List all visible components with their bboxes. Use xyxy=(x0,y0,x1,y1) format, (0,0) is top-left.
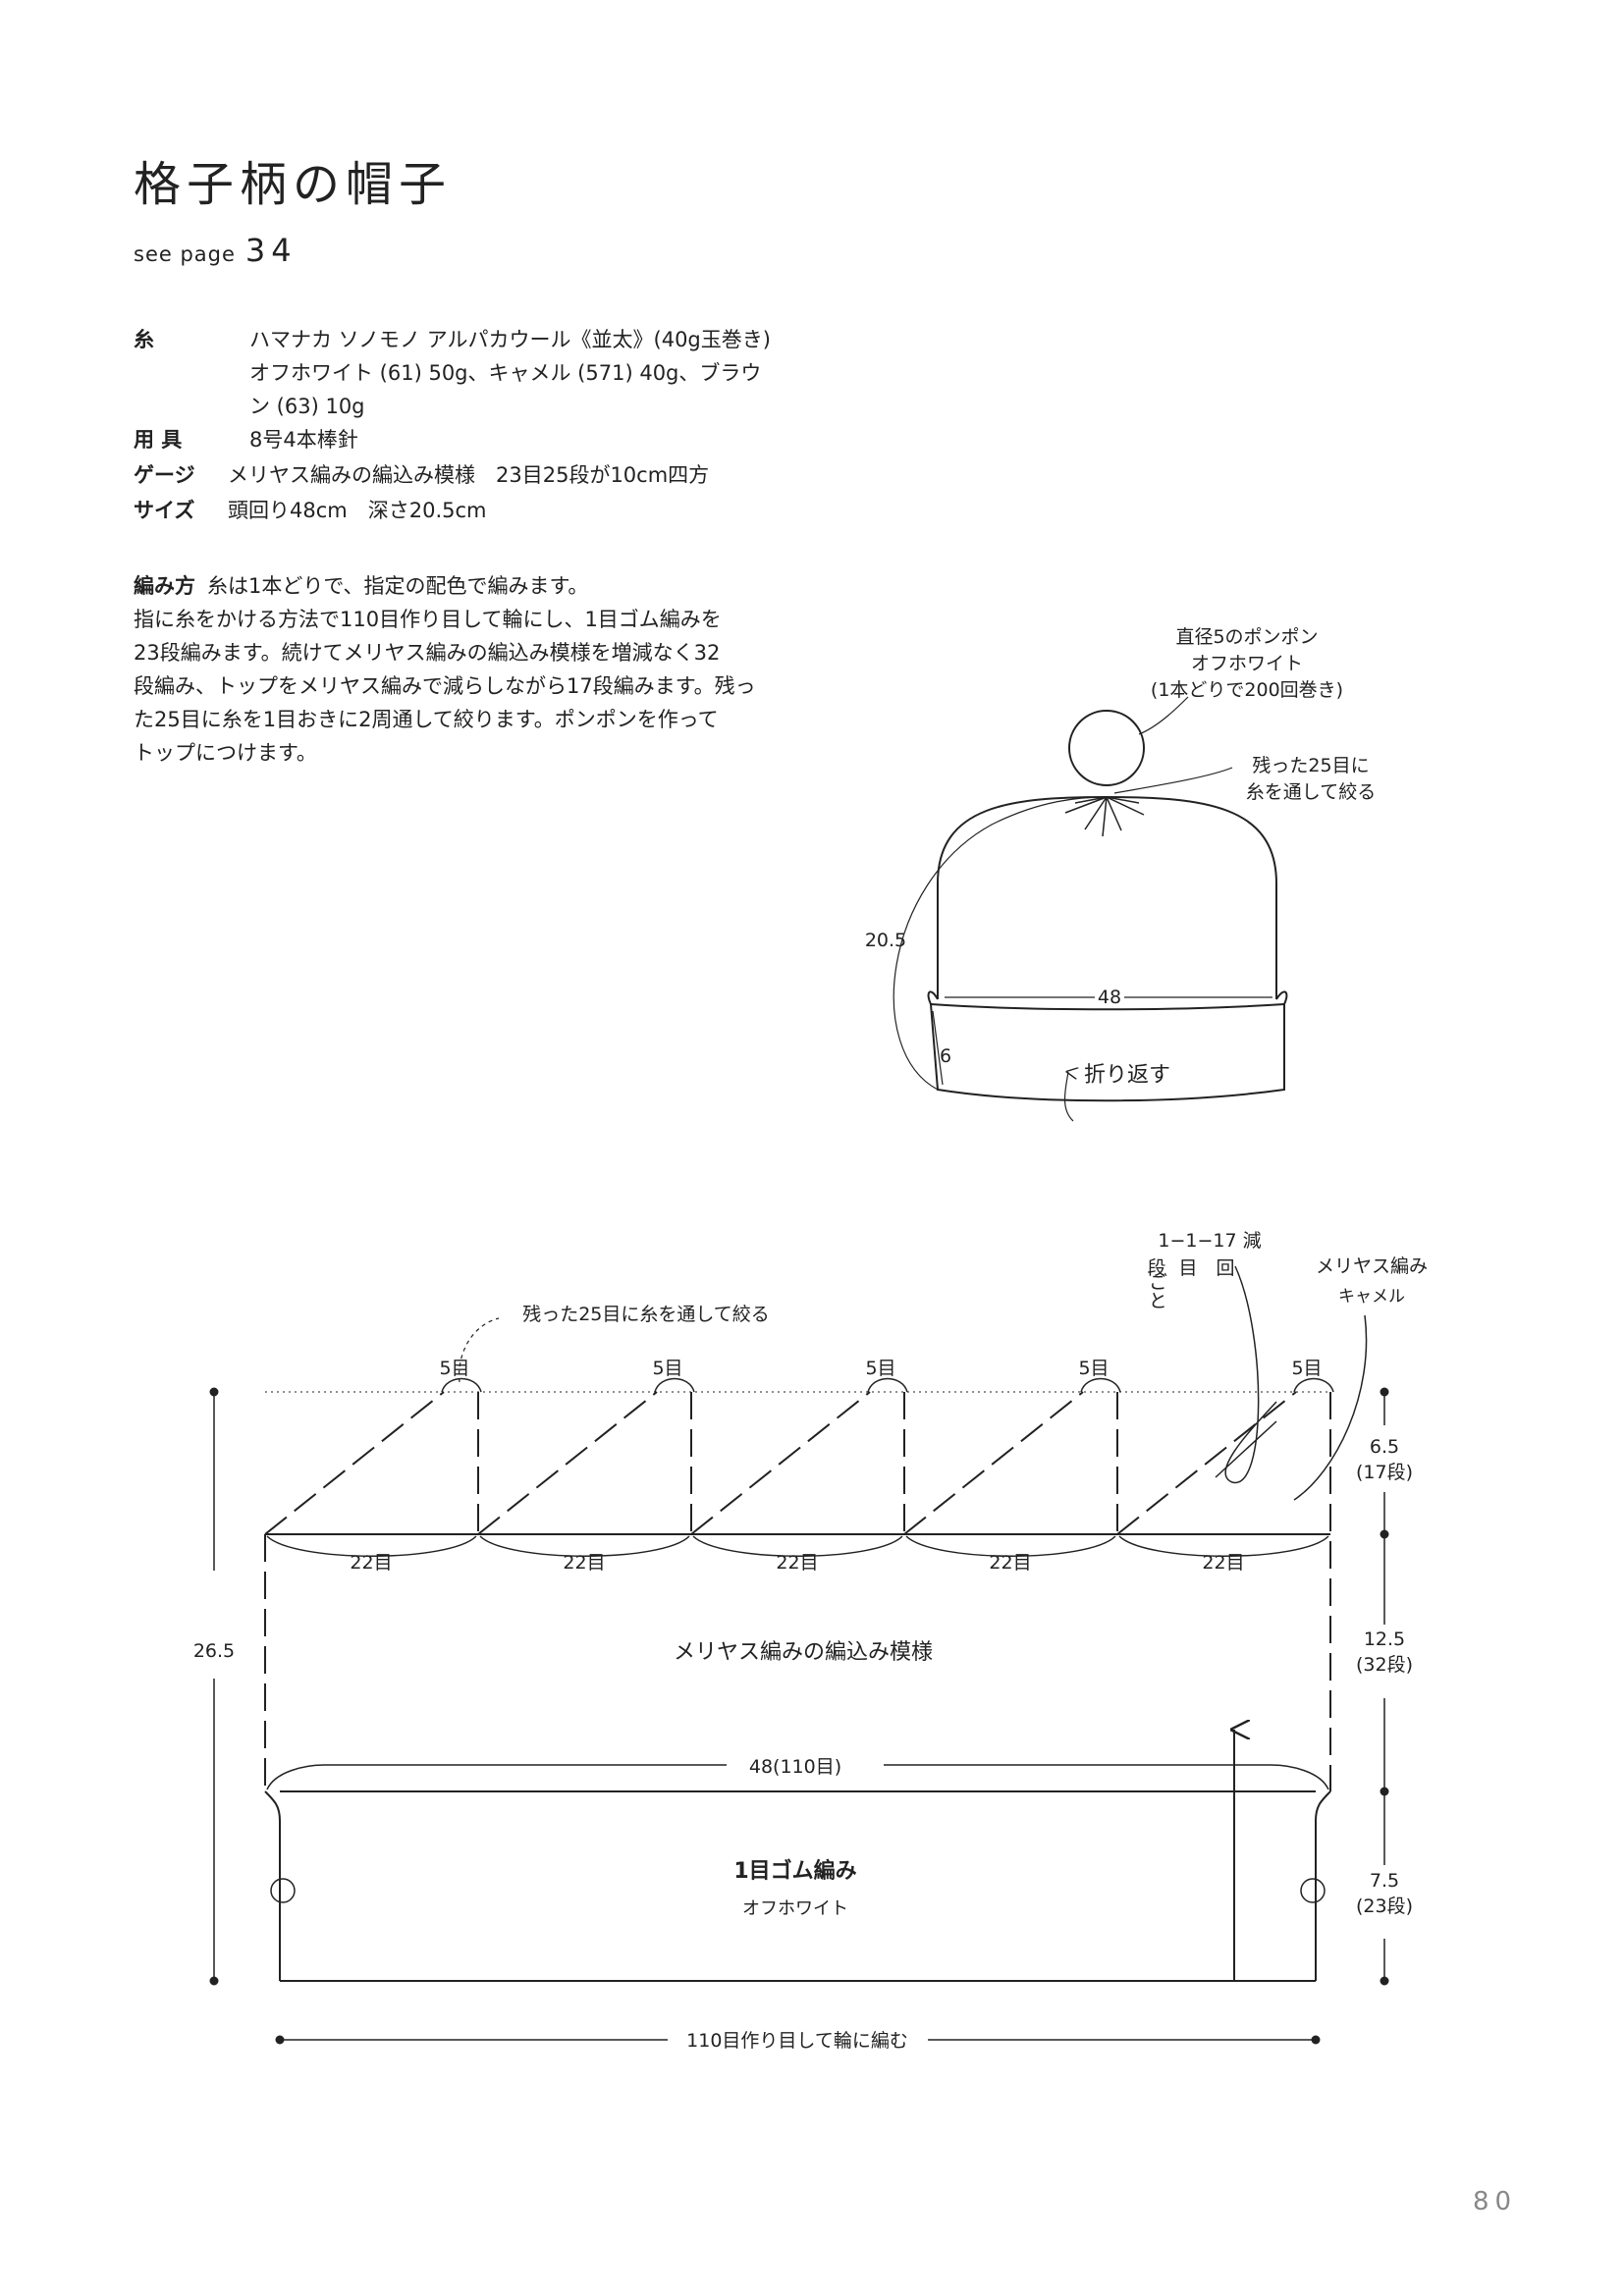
mid-height-label: 12.5 xyxy=(1364,1629,1405,1650)
decrease-step-line xyxy=(1215,1420,1277,1478)
brim-dimension-line xyxy=(932,1010,944,1086)
gather-leader xyxy=(1113,767,1233,794)
pompom-label-3: (1本どりで200回巻き) xyxy=(1151,679,1343,701)
gather-rays xyxy=(1064,796,1145,837)
pattern-label: メリヤス編みの編込み模様 xyxy=(674,1640,933,1665)
crown-decrease-sections xyxy=(264,1391,1297,1535)
fold-arrow xyxy=(1063,1072,1074,1122)
pompom-label-2: オフホワイト xyxy=(1191,653,1303,674)
instruction-line: 編み方糸は1本どりで、指定の配色で編みます。 xyxy=(134,574,589,598)
page-title: 格子柄の帽子 xyxy=(134,157,453,212)
join-marker-left xyxy=(270,1878,296,1903)
spec-value: 頭回り48cm 深さ20.5cm xyxy=(228,499,487,522)
decrease-sub-times: 回 xyxy=(1216,1257,1234,1279)
bottom-height-label: 7.5 xyxy=(1370,1870,1399,1892)
stockinette-label: メリヤス編み xyxy=(1316,1255,1428,1277)
top-stitch-label: 5目 xyxy=(439,1358,469,1379)
spec-value: メリヤス編みの編込み模様 23目25段が10cm四方 xyxy=(228,463,710,487)
decrease-vertical-label: ごと xyxy=(1146,1272,1167,1309)
hat-labels: 直径5のポンポン オフホワイト (1本どりで200回巻き) 残った25目に 糸を… xyxy=(865,626,1376,1088)
spec-label: 用 具 xyxy=(134,428,183,452)
instruction-heading: 編み方 xyxy=(134,574,195,598)
see-page-number: 34 xyxy=(244,232,298,269)
instruction-line: 段編み、トップをメリヤス編みで減らしながら17段編みます。残っ xyxy=(134,674,756,698)
pompom xyxy=(1068,710,1145,786)
cast-on-dot-right xyxy=(1311,2035,1321,2045)
top-stitch-label: 5目 xyxy=(1291,1358,1322,1379)
chart-gather-label: 残った25目に糸を通して絞る xyxy=(522,1304,770,1325)
instruction-line: トップにつけます。 xyxy=(134,741,317,765)
spec-value: オフホワイト (61) 50g、キャメル (571) 40g、ブラウ xyxy=(249,361,762,385)
see-page-label: see page xyxy=(134,242,236,266)
section-stitch-label: 22目 xyxy=(563,1552,605,1574)
chart-labels: 残った25目に糸を通して絞る 5目 5目 5目 5目 5目 22目 22目 22… xyxy=(193,1230,1428,2052)
decrease-leader xyxy=(1224,1265,1277,1483)
mid-rows-label: (32段) xyxy=(1356,1654,1413,1676)
section-stitch-arcs xyxy=(266,1535,1329,1557)
section-stitch-label: 22目 xyxy=(776,1552,818,1574)
hat-height-label: 20.5 xyxy=(865,930,906,951)
pompom-label-1: 直径5のポンポン xyxy=(1175,626,1318,648)
instruction-line: 指に糸をかける方法で110目作り目して輪にし、1目ゴム編みを xyxy=(134,608,722,631)
spec-label: ゲージ xyxy=(134,463,195,487)
cast-on-label: 110目作り目して輪に編む xyxy=(686,2030,908,2052)
spec-value: ン (63) 10g xyxy=(249,395,365,418)
spec-value: ハマナカ ソノモノ アルパカウール《並太》(40g玉巻き) xyxy=(249,328,771,351)
chart-diagram xyxy=(209,1265,1389,2045)
bottom-rows-label: (23段) xyxy=(1356,1896,1413,1917)
rib-right-side xyxy=(1315,1790,1331,1981)
instruction-line: 23段編みます。続けてメリヤス編みの編込み模様を増減なく32 xyxy=(134,641,721,665)
gather-label-1: 残った25目に xyxy=(1252,755,1369,776)
cast-on-dot-left xyxy=(275,2035,285,2045)
join-marker-right xyxy=(1300,1878,1326,1903)
hat-diagram xyxy=(893,696,1288,1122)
top-stitch-label: 5目 xyxy=(1078,1358,1109,1379)
knitting-instructions: 編み方糸は1本どりで、指定の配色で編みます。 指に糸をかける方法で110目作り目… xyxy=(134,569,821,770)
rib-left-side xyxy=(264,1790,281,1981)
rib-label: 1目ゴム編み xyxy=(733,1858,856,1884)
section-stitch-label: 22目 xyxy=(350,1552,392,1574)
width-label: 48(110目) xyxy=(749,1756,841,1778)
height-dimension-curve xyxy=(893,796,1108,1091)
camel-leader xyxy=(1293,1314,1368,1501)
pompom-leader xyxy=(1138,696,1189,735)
instruction-line: た25目に糸を1目おきに2周通して絞ります。ポンポンを作って xyxy=(134,708,719,731)
spec-value: 8号4本棒針 xyxy=(249,428,358,452)
hat-width-label: 48 xyxy=(1098,987,1121,1008)
section-stitch-label: 22目 xyxy=(989,1552,1031,1574)
top-stitch-label: 5目 xyxy=(652,1358,682,1379)
top-rows-label: (17段) xyxy=(1356,1462,1413,1483)
page-number: 80 xyxy=(1473,2187,1518,2216)
decrease-sub-stitches: 目 xyxy=(1178,1257,1197,1279)
top-stitch-label: 5目 xyxy=(865,1358,895,1379)
top-height-label: 6.5 xyxy=(1370,1436,1399,1458)
section-stitch-label: 22目 xyxy=(1202,1552,1244,1574)
hat-crown xyxy=(937,795,1277,999)
decrease-sub-rows: 段 xyxy=(1147,1257,1165,1279)
brim-fold-ends xyxy=(927,990,1288,1005)
gather-leader-chart xyxy=(459,1317,500,1383)
camel-label: キャメル xyxy=(1338,1287,1405,1307)
see-page-reference: see page 34 xyxy=(134,232,298,269)
gather-label-2: 糸を通して絞る xyxy=(1246,781,1376,803)
fold-label: 折り返す xyxy=(1084,1063,1170,1088)
spec-label: 糸 xyxy=(134,328,154,351)
decrease-header: 1−1−17 減 xyxy=(1158,1230,1261,1252)
hat-brim xyxy=(929,1002,1285,1102)
spec-label: サイズ xyxy=(134,499,195,522)
total-height-label: 26.5 xyxy=(193,1640,235,1662)
top-stitch-arcs xyxy=(441,1377,1334,1393)
hat-brim-label: 6 xyxy=(940,1045,951,1067)
width-arc xyxy=(266,1764,1329,1790)
offwhite-label: オフホワイト xyxy=(742,1898,848,1919)
